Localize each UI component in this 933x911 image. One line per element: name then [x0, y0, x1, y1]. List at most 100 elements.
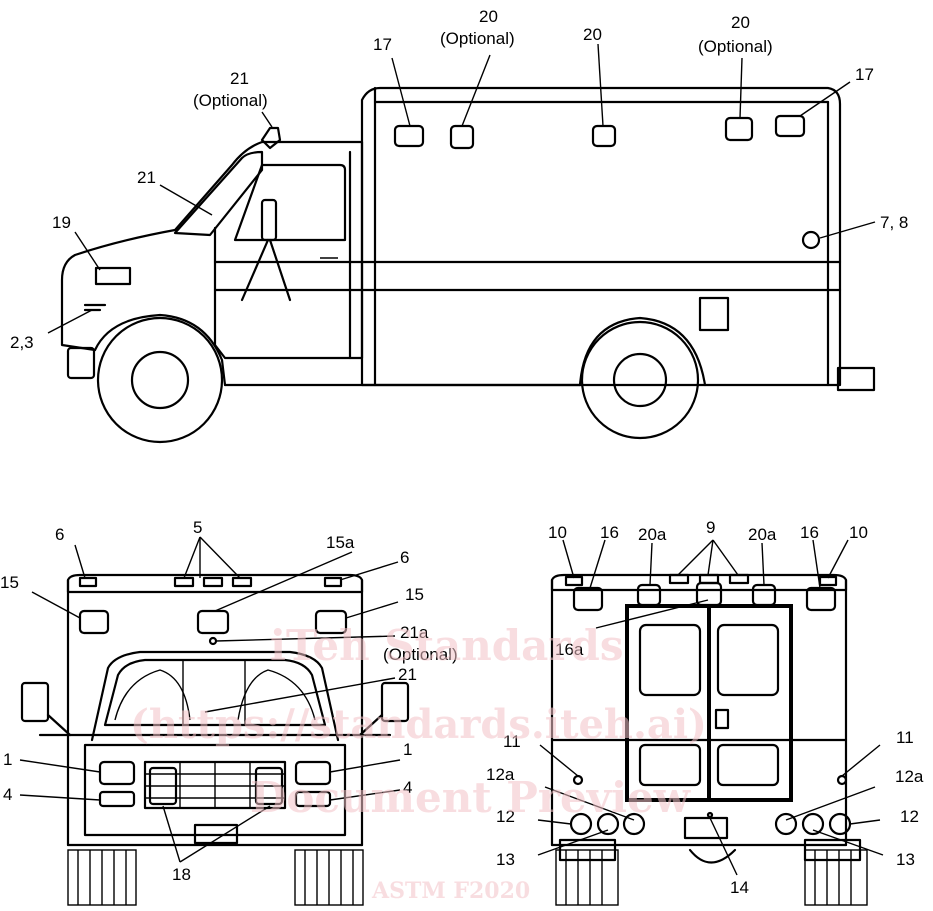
- rear-mud-flap-left: [558, 838, 617, 862]
- front-flood-15-left: [78, 609, 110, 635]
- watermark-line-1: iTeh Standards: [270, 621, 623, 670]
- side-body-box: [360, 86, 842, 387]
- side-mirror-arm-2: [268, 238, 292, 302]
- rear-id-lamp-9-b: [698, 573, 720, 585]
- callout-15a: 15a: [326, 533, 355, 552]
- front-body-sides: [66, 578, 364, 847]
- side-rear-step: [836, 366, 876, 392]
- front-grille-lamp-18-right: [254, 766, 284, 806]
- rear-flood-16-left: [572, 586, 604, 612]
- rear-tire-treads: [565, 850, 852, 905]
- rear-view: 10 16 20a 9 20a 16 10 16a 11 11 12a 12a …: [486, 518, 924, 906]
- front-flood-15a: [196, 609, 230, 635]
- side-front-wheel-arch: [93, 313, 227, 387]
- callout-4-right: 4: [403, 778, 412, 797]
- side-door-window: [233, 163, 347, 242]
- callout-2-3: 2,3: [10, 333, 34, 352]
- callout-6-right: 6: [400, 548, 409, 567]
- callout-14: 14: [730, 878, 749, 897]
- rear-tire-left: [555, 849, 619, 906]
- rear-tire-right: [804, 849, 868, 906]
- front-tire-treads: [77, 850, 354, 905]
- callout-13-left: 13: [496, 850, 515, 869]
- watermark-line-2: (https://standards.iteh.ai): [130, 701, 707, 748]
- callout-5: 5: [193, 518, 202, 537]
- side-marker-lamp-19: [94, 266, 132, 286]
- side-front-hub: [130, 350, 190, 410]
- front-turn-4-right: [294, 790, 332, 808]
- callout-4-left: 4: [3, 785, 12, 804]
- callout-21a-note: (Optional): [383, 645, 458, 664]
- side-front-bumper: [66, 346, 96, 380]
- front-mirror-arms: [46, 713, 384, 737]
- side-rear-tire: [580, 320, 700, 440]
- callout-10-right: 10: [849, 523, 868, 542]
- side-rear-wheel-arch: [578, 316, 707, 387]
- side-mirror: [260, 198, 278, 242]
- side-door-outline: [213, 140, 364, 360]
- callout-21a-number: 21a: [400, 623, 429, 642]
- callout-17-right: 17: [855, 65, 874, 84]
- side-flood-lamp-17-right: [774, 114, 806, 138]
- side-warning-lamp-20-mid: [591, 124, 617, 148]
- callout-11-right: 11: [896, 728, 914, 747]
- callout-19: 19: [52, 213, 71, 232]
- rear-lamp-12a-left: [622, 812, 646, 836]
- front-grille-area: [83, 743, 347, 837]
- front-view: 6 5 15a 6 15 15 21a (Optional) 21 1 1 4 …: [0, 518, 458, 906]
- rear-door-panel-left: [638, 743, 702, 787]
- side-front-tire: [96, 316, 224, 444]
- callout-21-front: 21: [398, 665, 417, 684]
- front-mirror-left: [20, 681, 50, 723]
- callout-11-left: 11: [503, 732, 521, 751]
- rear-license-lamp-14: [706, 811, 714, 819]
- watermark-footer: ASTM F2020: [371, 878, 530, 904]
- rear-flood-16-right: [805, 586, 837, 612]
- front-license-plate: [193, 823, 239, 845]
- front-id-lamp-5-a: [173, 576, 195, 588]
- side-view: 21 (Optional) 21 19 2,3 17 20 (Optional)…: [10, 7, 908, 444]
- rear-warning-20a-right: [751, 583, 777, 607]
- front-id-lamp-5-c: [231, 576, 253, 588]
- callout-21-optional-number: 21: [230, 69, 249, 88]
- callout-20a-left: 20a: [638, 525, 667, 544]
- side-rear-hub: [612, 352, 668, 408]
- rear-door-window-right: [716, 623, 780, 697]
- watermark-line-3: Document Preview: [250, 773, 691, 822]
- rear-door-window-left: [638, 623, 702, 697]
- rear-stop-lamp-13-left: [596, 812, 620, 836]
- callout-12-right: 12: [900, 807, 919, 826]
- rear-license-plate: [683, 816, 729, 840]
- side-warning-lamp-20-left: [449, 124, 475, 150]
- callout-6-left: 6: [55, 525, 64, 544]
- callout-15-right: 15: [405, 585, 424, 604]
- callout-15-left: 15: [0, 573, 19, 592]
- callout-20a-right: 20a: [748, 525, 777, 544]
- side-marker-lamp-7-8: [801, 230, 821, 250]
- callout-18: 18: [172, 865, 191, 884]
- callout-20-optional-right-note: (Optional): [698, 37, 773, 56]
- callout-17-left: 17: [373, 35, 392, 54]
- front-roof: [66, 573, 364, 594]
- side-flood-lamp-17-left: [393, 124, 425, 148]
- callout-7-8: 7, 8: [880, 213, 908, 232]
- front-beacon-21a: [208, 636, 218, 646]
- rear-id-lamp-9-a: [668, 573, 690, 585]
- callout-20-optional-left-number: 20: [479, 7, 498, 26]
- rear-door-handle: [714, 708, 730, 730]
- rear-clearance-10-left: [564, 575, 584, 587]
- front-id-lamp-5-b: [202, 576, 224, 588]
- side-cab-outline: [60, 140, 364, 352]
- rear-hitch: [688, 848, 737, 864]
- callout-16a: 16a: [555, 640, 584, 659]
- callout-1-left: 1: [3, 750, 12, 769]
- front-clearance-6-left: [78, 576, 98, 588]
- rear-mud-flap-right: [803, 838, 862, 862]
- front-mirror-right: [380, 681, 410, 723]
- callout-16-right: 16: [800, 523, 819, 542]
- callout-12a-right: 12a: [895, 767, 924, 786]
- side-compartment-panel: [698, 296, 730, 332]
- front-grille-bars: [145, 762, 285, 808]
- rear-door-panel-right: [716, 743, 780, 787]
